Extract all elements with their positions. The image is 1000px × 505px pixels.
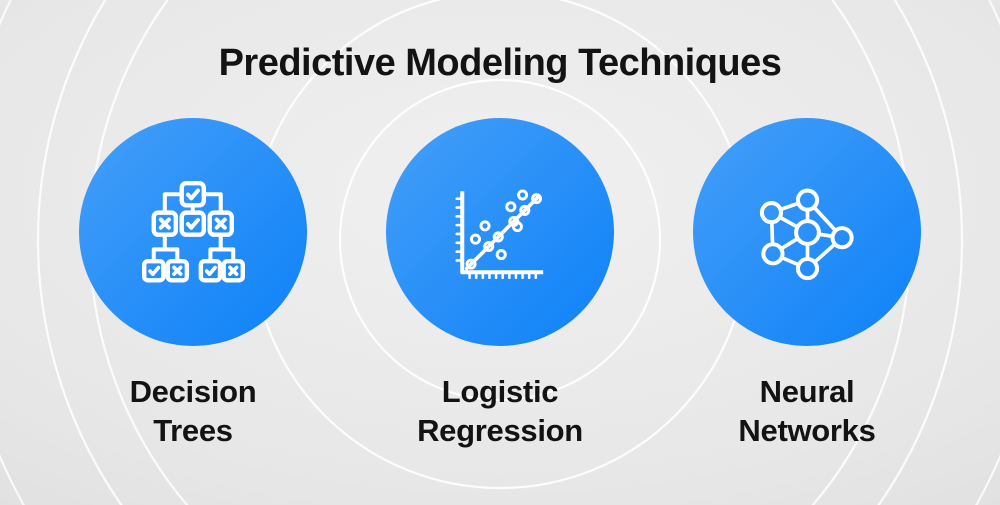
card-neural-networks: Neural Networks (657, 0, 957, 505)
label-line-1: Decision (129, 374, 257, 409)
label-line-2: Networks (738, 413, 876, 448)
label-line-2: Trees (153, 413, 233, 448)
neural-networks-bubble (693, 118, 921, 346)
label-line-1: Neural (759, 374, 855, 409)
decision-tree-icon (141, 180, 245, 283)
scatter-plot-icon (454, 188, 543, 279)
logistic-regression-label: Logistic Regression (350, 372, 650, 450)
page-title: Predictive Modeling Techniques (218, 42, 782, 84)
logistic-regression-bubble (386, 118, 614, 346)
decision-trees-label: Decision Trees (43, 372, 343, 450)
neural-networks-label: Neural Networks (657, 372, 957, 450)
decision-trees-bubble (79, 118, 307, 346)
card-logistic-regression: Logistic Regression (350, 0, 650, 505)
label-line-1: Logistic (441, 374, 559, 409)
card-decision-trees: Decision Trees (43, 0, 343, 505)
label-line-2: Regression (417, 413, 583, 448)
neural-network-icon (759, 188, 854, 280)
